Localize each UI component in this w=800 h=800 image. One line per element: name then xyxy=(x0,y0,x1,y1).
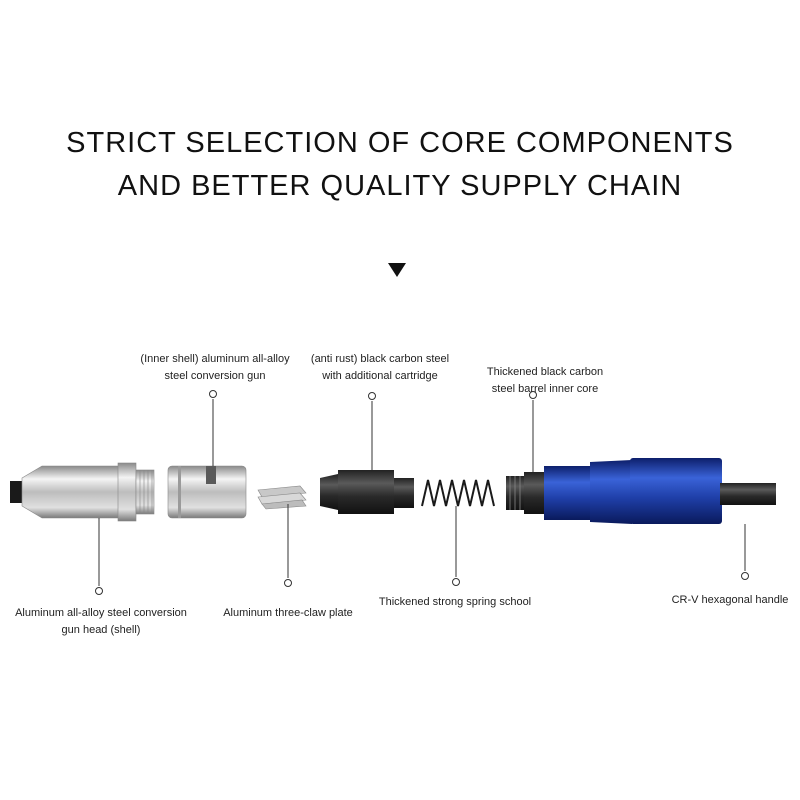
label-claw-plate: Aluminum three-claw plate xyxy=(223,607,353,619)
label-handle: CR-V hexagonal handle xyxy=(671,594,789,606)
label-cartridge: (anti rust) black carbon steel with addi… xyxy=(310,353,450,382)
down-arrow-icon xyxy=(388,263,406,277)
label-gun-head: Aluminum all-alloy steel conversion gun … xyxy=(15,607,187,636)
leader-lines xyxy=(95,390,749,595)
cartridge-part xyxy=(320,470,414,514)
label-barrel-core: Thickened black carbon steel barrel inne… xyxy=(486,366,604,395)
headline-line-1: STRICT SELECTION OF CORE COMPONENTS xyxy=(66,127,734,159)
handle-part xyxy=(506,458,776,524)
gun-head-part xyxy=(10,462,155,522)
headline-line-2: AND BETTER QUALITY SUPPLY CHAIN xyxy=(117,170,683,202)
inner-shell-part xyxy=(167,465,247,519)
spring-part xyxy=(421,479,495,507)
label-inner-shell: (Inner shell) aluminum all-alloy steel c… xyxy=(140,353,290,382)
claw-plate-part xyxy=(257,485,307,510)
label-spring: Thickened strong spring school xyxy=(378,596,532,608)
